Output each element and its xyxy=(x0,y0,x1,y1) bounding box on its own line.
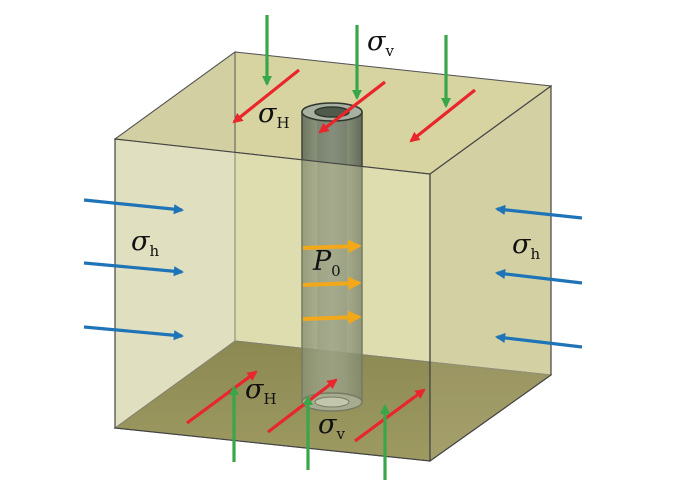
max-horizontal-stress-arrow xyxy=(186,370,258,425)
min-horizontal-stress-arrows-left xyxy=(83,198,185,341)
pore-pressure-arrows xyxy=(302,239,362,325)
max-horizontal-stress-arrows-top xyxy=(232,68,476,143)
pore-pressure-arrow xyxy=(302,239,362,254)
min-horizontal-stress-arrows-right xyxy=(494,204,583,349)
vertical-stress-arrows-top xyxy=(261,15,452,109)
sigma-h-left-label: σh xyxy=(131,226,159,260)
pore-pressure-arrow xyxy=(302,310,362,325)
wellbore-bore xyxy=(317,112,347,402)
sigma-H-bottom-label: σH xyxy=(245,374,277,408)
min-horizontal-stress-arrow xyxy=(494,332,583,349)
vertical-stress-arrows-bottom xyxy=(228,384,391,480)
sigma-h-right-label: σh xyxy=(512,229,540,263)
max-horizontal-stress-arrows-bottom xyxy=(186,370,426,443)
wellbore-bottom-bore xyxy=(314,396,350,408)
cube-right-face xyxy=(429,84,552,463)
pressure-label: P0 xyxy=(312,246,341,280)
min-horizontal-stress-arrow xyxy=(494,268,583,285)
max-horizontal-stress-arrow xyxy=(409,88,476,143)
max-horizontal-stress-arrow xyxy=(354,388,426,443)
min-horizontal-stress-arrow xyxy=(83,325,185,341)
cube-front xyxy=(114,84,552,463)
min-horizontal-stress-arrow xyxy=(494,204,583,220)
max-horizontal-stress-arrow xyxy=(318,80,386,134)
sigma-H-top-label: σH xyxy=(258,98,290,132)
cube-front-face xyxy=(114,138,431,462)
pore-pressure-arrow xyxy=(302,276,362,291)
min-horizontal-stress-arrow xyxy=(83,198,185,215)
max-horizontal-stress-arrow xyxy=(267,378,338,434)
min-horizontal-stress-arrow xyxy=(83,261,185,277)
sigma-v-bottom-label: σv xyxy=(318,409,345,443)
sigma-v-top-label: σv xyxy=(367,26,394,60)
max-horizontal-stress-arrow xyxy=(232,68,300,124)
